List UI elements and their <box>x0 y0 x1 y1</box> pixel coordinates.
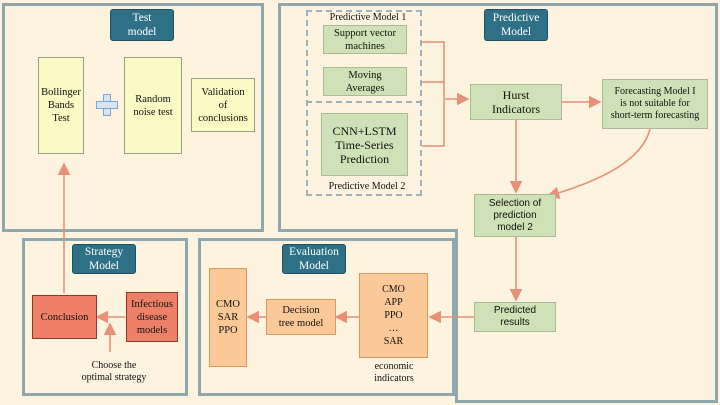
hurst-indicators-box: Hurst Indicators <box>470 84 562 120</box>
plus-icon <box>96 94 118 116</box>
infectious-disease-models-box: Infectious disease models <box>126 292 178 342</box>
test-model-tag: Test model <box>110 9 174 41</box>
predictive-model-panel <box>278 3 718 232</box>
cmo-sar-ppo-box: CMO SAR PPO <box>209 268 247 367</box>
predictive-model-group-box <box>306 10 422 196</box>
strategy-model-tag: Strategy Model <box>72 244 136 274</box>
predicted-results-box: Predicted results <box>474 302 556 332</box>
svm-box: Support vector machines <box>323 25 407 54</box>
validation-of-conclusions-box: Validation of conclusions <box>191 78 255 132</box>
predictive-model-1-divider <box>306 101 422 103</box>
moving-averages-box: Moving Averages <box>323 67 407 96</box>
evaluation-model-tag: Evaluation Model <box>282 244 346 274</box>
selection-prediction-model-box: Selection of prediction model 2 <box>474 194 556 237</box>
predictive-panel-inner-edge <box>278 229 458 232</box>
economic-indicators-label: economic indicators <box>374 361 414 384</box>
random-noise-test-box: Random noise test <box>124 57 182 154</box>
conclusion-box: Conclusion <box>32 295 97 339</box>
forecasting-model-box: Forecasting Model I is not suitable for … <box>602 79 708 129</box>
choose-optimal-strategy-label: Choose the optimal strategy <box>81 360 147 383</box>
cnn-lstm-box: CNN+LSTM Time-Series Prediction <box>321 113 408 176</box>
predictive-model-2-label: Predictive Model 2 <box>328 181 406 192</box>
predictive-panel-extension <box>455 229 718 403</box>
decision-tree-model-box: Decision tree model <box>266 299 336 335</box>
predictive-model-tag: Predictive Model <box>484 9 548 41</box>
predictive-model-1-label: Predictive Model 1 <box>329 12 407 23</box>
bollinger-bands-test-box: Bollinger Bands Test <box>38 57 84 154</box>
economic-indicators-box: CMO APP PPO … SAR <box>359 273 428 358</box>
test-model-panel <box>2 3 264 232</box>
strategy-model-panel <box>22 238 188 396</box>
